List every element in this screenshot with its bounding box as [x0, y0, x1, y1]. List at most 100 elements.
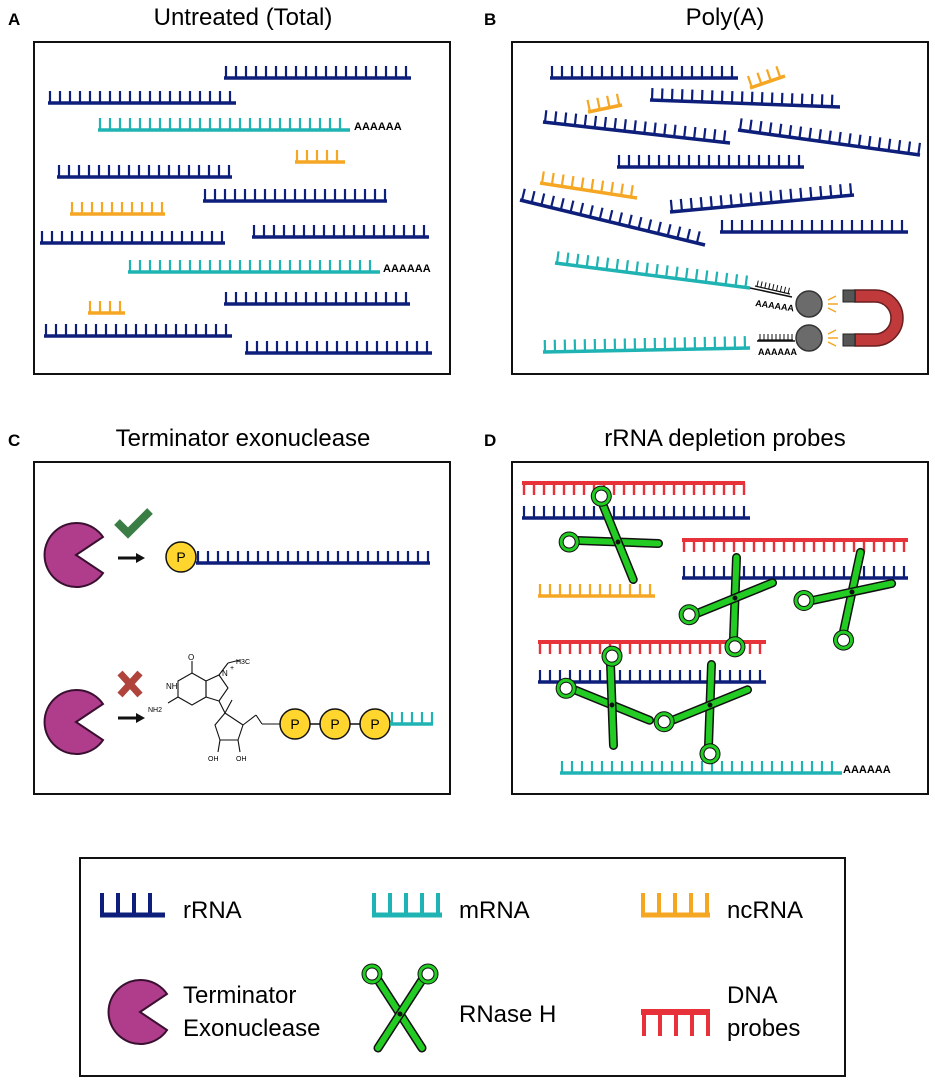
- legend-rrna-comb: [100, 893, 165, 918]
- magnetic-bead-2: [795, 324, 823, 352]
- mrna-strand: [390, 712, 434, 726]
- legend-dna-label-2: probes: [727, 1015, 800, 1042]
- legend: rRNA mRNA ncRNA Terminator Exonuclease R…: [79, 857, 846, 1077]
- rrna-strand-4: [40, 231, 225, 245]
- legend-mrna-symbol: [372, 893, 442, 918]
- legend-dna-probe-symbol: [641, 1009, 710, 1036]
- panel-a-title: Untreated (Total): [154, 4, 333, 31]
- phosphate-label-1: P: [290, 716, 299, 732]
- legend-mrna-label: mRNA: [459, 897, 530, 924]
- oligo-dt-comb-2: [758, 334, 793, 341]
- rrna-strand-8: [245, 341, 432, 355]
- legend-frame: [79, 857, 846, 1077]
- panel-d-polya: AAAAAA: [843, 764, 891, 776]
- panel-b-frame: [511, 41, 929, 375]
- phosphate-label-2: P: [330, 716, 339, 732]
- oligo-dt-2: AAAAAA: [757, 334, 797, 357]
- mrna-strand-1: [128, 260, 380, 274]
- rrna-strand-b-7: [720, 220, 908, 234]
- panel-a-polya-1: AAAAAA: [354, 121, 402, 133]
- panel-b-letter: B: [484, 10, 496, 29]
- rrna-strand-2: [57, 165, 232, 179]
- panel-b: B Poly(A) AAAAAA AAAAAA: [484, 4, 929, 375]
- scissors-icon-1: [558, 485, 666, 591]
- dna-probe-d-2: [682, 538, 908, 552]
- mrna-strand-0: [98, 118, 350, 132]
- panel-a-letter: A: [8, 10, 20, 29]
- panel-a-frame: [33, 41, 451, 375]
- ncrna-strand-b-2: [539, 171, 638, 200]
- rrna-strand-b-2: [542, 110, 731, 145]
- legend-exonuclease-icon: [107, 979, 168, 1045]
- panel-d-scissors: [555, 485, 902, 765]
- mrna-strand-b-1: [542, 336, 751, 354]
- mrna-strand-d: [560, 761, 842, 775]
- mrna-strand-c: [390, 712, 434, 726]
- rrna-strand-b-4: [617, 155, 804, 169]
- m7g-cap-structure: [167, 659, 282, 753]
- chem-ch3: H3C: [236, 659, 250, 666]
- arrow-icon: [118, 553, 145, 563]
- rrna-strand: [196, 551, 430, 565]
- legend-mrna-comb: [372, 893, 442, 918]
- rrna-strand-b-0: [550, 66, 738, 80]
- phosphate-group: [165, 541, 197, 573]
- chem-o: O: [188, 653, 194, 662]
- chem-n: N: [222, 669, 228, 678]
- panel-d-frame: [511, 461, 929, 795]
- legend-rnase-label: RNase H: [459, 1001, 556, 1028]
- ncrna-strand-b-0: [746, 65, 786, 90]
- rrna-strand-d-2: [682, 566, 908, 580]
- panel-c-frame: [33, 461, 451, 795]
- rrna-strand-5: [252, 225, 429, 239]
- triphosphate: [279, 708, 391, 740]
- dna-probe-d-1: [522, 481, 746, 495]
- panel-a: A Untreated (Total) AAAAAA AAAAAA: [8, 4, 451, 375]
- panel-a-strands: [40, 66, 432, 355]
- panel-b-strands: [519, 65, 922, 354]
- cross-icon: [117, 670, 143, 698]
- arrow-icon-2: [118, 713, 145, 723]
- scissors-icon-5: [653, 657, 759, 765]
- chem-plus: +: [230, 665, 234, 672]
- scissors-icon-3: [793, 543, 902, 652]
- legend-exo-label-1: Terminator: [183, 982, 296, 1009]
- legend-ncrna-symbol: [641, 893, 710, 918]
- rrna-strand-b-3: [737, 118, 922, 157]
- phosphate-label: P: [176, 549, 185, 565]
- ncrna-strand-1: [70, 202, 165, 216]
- oligo-dt-1: AAAAAA: [749, 280, 795, 313]
- legend-ncrna-comb: [641, 893, 710, 918]
- exonuclease-icon: [43, 522, 104, 588]
- magnet-icon: [842, 289, 904, 347]
- rrna-strand-b-5: [519, 188, 706, 247]
- chem-oh-2: OH: [236, 756, 247, 763]
- legend-dna-label-1: DNA: [727, 982, 778, 1009]
- panel-b-polya-2: AAAAAA: [758, 347, 797, 357]
- rrna-strand-b-6: [669, 183, 855, 214]
- panel-b-title: Poly(A): [686, 4, 765, 31]
- chem-nh2: NH2: [148, 707, 162, 714]
- spark-icon: [827, 295, 838, 347]
- panel-a-polya-2: AAAAAA: [383, 263, 431, 275]
- rrna-strand-7: [44, 324, 232, 338]
- mrna-strand-b-0: [554, 251, 751, 290]
- ncrna-strand-2: [88, 301, 125, 315]
- rrna-strand-0: [224, 66, 411, 80]
- phosphate-label-3: P: [370, 716, 379, 732]
- panel-d-title: rRNA depletion probes: [604, 425, 845, 452]
- exonuclease-icon-2: [43, 689, 104, 755]
- magnetic-bead-1: [795, 290, 823, 318]
- panel-d-strands: [522, 481, 908, 775]
- rrna-strand-d-1: [522, 506, 750, 520]
- panel-d-letter: D: [484, 431, 496, 450]
- rrna-strand-c: [196, 551, 430, 565]
- legend-rrna-label: rRNA: [183, 897, 242, 924]
- ncrna-strand-0: [295, 150, 345, 164]
- rrna-strand-b-1: [649, 88, 841, 109]
- panel-c: C Terminator exonuclease P: [8, 425, 451, 795]
- panel-d: D rRNA depletion probes AAAAAA: [484, 425, 929, 795]
- legend-ncrna-label: ncRNA: [727, 897, 803, 924]
- panel-c-letter: C: [8, 431, 20, 450]
